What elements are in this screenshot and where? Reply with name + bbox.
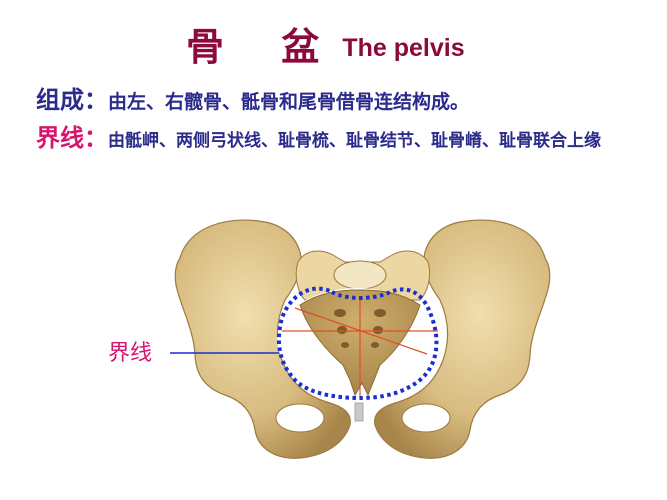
composition-label: 组成： [36,86,108,114]
right-obturator-foramen [401,403,451,433]
pelvic-diameter-lines [282,296,438,396]
pubic-symphysis [354,402,364,422]
page-title: 骨 盆 The pelvis [186,16,465,71]
vertebra-body [333,260,387,290]
boundary-text: 由骶岬、两侧弓状线、耻骨梳、耻骨结节、耻骨嵴、耻骨联合上缘 [108,131,601,151]
composition-text: 由左、右髋骨、骶骨和尾骨借骨连结构成。 [108,91,470,113]
boundary-line: 界线：由骶岬、两侧弓状线、耻骨梳、耻骨结节、耻骨嵴、耻骨联合上缘 [36,124,636,156]
left-obturator-foramen [275,403,325,433]
title-chinese: 骨 盆 [186,24,342,69]
boundary-line-dotted [276,286,439,401]
right-hip-bone [374,219,551,459]
callout-label: 界线 [108,341,153,366]
composition-line: 组成：由左、右髋骨、骶骨和尾骨借骨连结构成。 [36,80,469,115]
boundary-label: 界线： [36,124,108,152]
left-hip-bone [174,219,351,459]
title-english: The pelvis [342,34,465,62]
